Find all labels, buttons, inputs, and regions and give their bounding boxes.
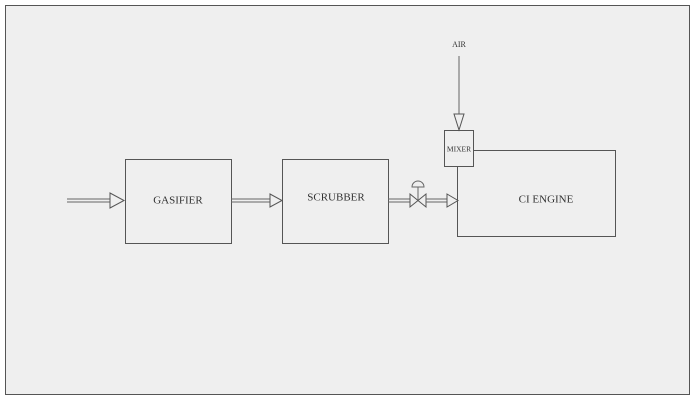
air-label: AIR [452, 40, 466, 49]
valve-to-engine-line [426, 198, 447, 203]
engine-label: CI ENGINE [519, 194, 574, 206]
gasifier-label: GASIFIER [153, 195, 203, 207]
mixer-label: MIXER [447, 145, 471, 154]
mixer-box [444, 130, 474, 167]
scrubber-label: SCRUBBER [307, 192, 365, 204]
control-valve-icon [409, 180, 427, 209]
scrubber-to-valve-line [388, 198, 410, 203]
engine-inlet-arrow-icon [446, 193, 459, 208]
feed-inlet-line [67, 198, 110, 203]
scrubber-inlet-arrow-icon [269, 193, 284, 208]
air-arrow-icon [453, 113, 465, 132]
gasifier-to-scrubber-line [231, 198, 270, 203]
engine-box [457, 150, 616, 237]
feed-arrow-icon [109, 192, 126, 209]
